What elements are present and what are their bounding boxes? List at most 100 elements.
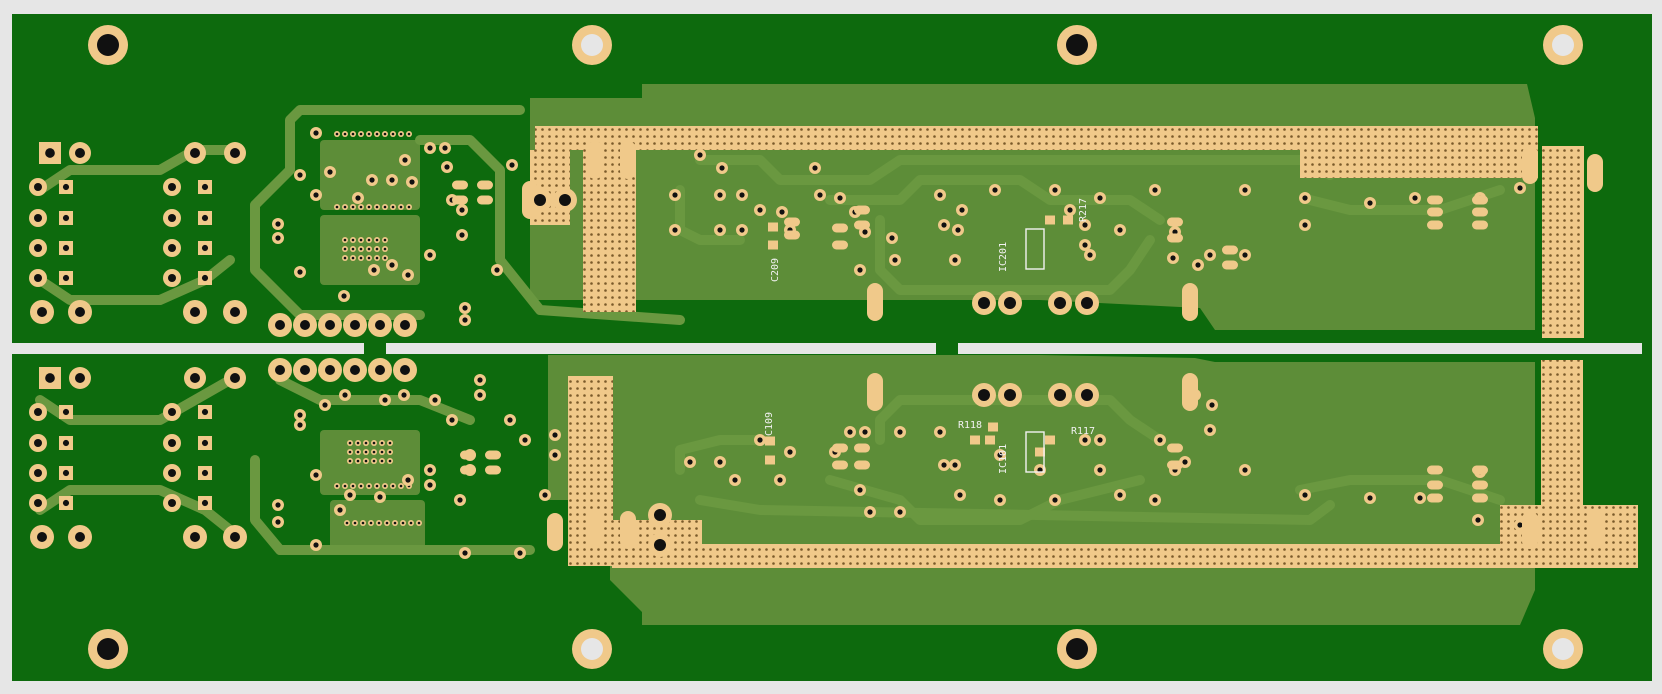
pour-left-bottom-ic [320, 430, 420, 495]
ic-pin-drill [383, 256, 387, 260]
ic-pin-drill [364, 459, 368, 463]
via-pad-drill [427, 482, 433, 488]
smd-pad [970, 435, 980, 445]
pin-square-pad-drill [62, 469, 70, 477]
large-oval-pad [620, 511, 636, 549]
trace-top-10 [675, 185, 745, 245]
via-grid-top-step [1300, 150, 1538, 178]
ic-pin-drill [335, 132, 339, 136]
pads [29, 25, 1603, 669]
smd-pad [1063, 215, 1073, 225]
large-oval-pad [547, 513, 563, 551]
terminal-pad-drill [275, 320, 285, 330]
terminal-pad-drill [300, 365, 310, 375]
connector-pad-drill [75, 532, 85, 542]
oval-pad [1427, 480, 1443, 490]
ic-pin-drill [351, 256, 355, 260]
oval-pad [1427, 493, 1443, 503]
large-oval-pad [1522, 146, 1538, 184]
oval-pad [1472, 207, 1488, 217]
via-pad-drill [449, 417, 455, 423]
large-oval-pad [1587, 154, 1603, 192]
via-pad-drill [275, 221, 281, 227]
oval-pad [452, 195, 468, 205]
via-pad-drill [1052, 497, 1058, 503]
via-pad-drill [847, 429, 853, 435]
ic-pin-drill [343, 247, 347, 251]
oval-pad [784, 217, 800, 227]
pin-pad-drill [168, 439, 176, 447]
ic-pin-drill [388, 459, 392, 463]
power-pad-drill [1054, 389, 1066, 401]
via-pad-drill [337, 507, 343, 513]
oval-pad [460, 465, 476, 475]
ic-pin-drill [351, 132, 355, 136]
pin-square-pad-drill [201, 274, 209, 282]
oval-pad [1427, 207, 1443, 217]
via-pad-drill [342, 392, 348, 398]
via-pad-drill [552, 432, 558, 438]
ic-pin-drill [407, 132, 411, 136]
label-r217: R217 [1078, 198, 1089, 222]
connector-pad-drill [37, 307, 47, 317]
ic-pin-drill [348, 450, 352, 454]
board-slot [12, 343, 1652, 354]
power-pad-drill [1004, 297, 1016, 309]
pin-pad-drill [168, 469, 176, 477]
connector-pad-drill [190, 307, 200, 317]
via-pad-drill [1082, 242, 1088, 248]
oval-pad [854, 205, 870, 215]
via-pad-drill [779, 209, 785, 215]
smd-pad [988, 422, 998, 432]
pin-pad-drill [168, 244, 176, 252]
via-pad-drill [405, 272, 411, 278]
via-pad-drill [1242, 467, 1248, 473]
smd-pad [765, 436, 775, 446]
ic-pin-drill [356, 441, 360, 445]
via-pad-drill [1412, 195, 1418, 201]
ic-pin-drill [375, 132, 379, 136]
ic-pin-drill [391, 205, 395, 209]
mounting-hole-drill [97, 638, 119, 660]
pin-square-pad-drill [62, 439, 70, 447]
via-pad-drill [509, 162, 515, 168]
connector-pad-drill [190, 373, 200, 383]
via-pad-drill [522, 437, 528, 443]
pin-square-pad-drill [201, 183, 209, 191]
trace-bot-3 [250, 455, 535, 555]
ic-pin-drill [369, 521, 373, 525]
via-pad-drill [427, 467, 433, 473]
via-pad-drill [757, 207, 763, 213]
via-pad-drill [462, 317, 468, 323]
smd-pad [1045, 435, 1055, 445]
oval-pad [1472, 195, 1488, 205]
via-pad-drill [717, 459, 723, 465]
label-ic201: IC201 [998, 242, 1009, 272]
oval-pad [452, 180, 468, 190]
via-pad-drill [459, 232, 465, 238]
via-pad-drill [687, 459, 693, 465]
pin-pad-drill [34, 274, 42, 282]
via-pad-drill [717, 227, 723, 233]
oval-pad [1427, 465, 1443, 475]
power-pad-drill [559, 194, 571, 206]
pin-square-pad-drill [62, 183, 70, 191]
via-pad-drill [427, 252, 433, 258]
via-pad-drill [1087, 252, 1093, 258]
via-grid-top-long [535, 126, 1538, 150]
trace-top-3 [250, 105, 525, 210]
ic-pin-drill [343, 256, 347, 260]
via-pad-drill [1182, 459, 1188, 465]
via-pad-drill [444, 164, 450, 170]
power-pad-drill [1054, 297, 1066, 309]
oval-pad [485, 450, 501, 460]
large-oval-pad [867, 373, 883, 411]
via-pad-drill [297, 172, 303, 178]
ic-pin-drill [343, 484, 347, 488]
via-pad-drill [739, 192, 745, 198]
via-pad-drill [941, 462, 947, 468]
pin-square-pad-drill [62, 499, 70, 507]
ic-pin-drill [351, 484, 355, 488]
large-oval-pad [1522, 511, 1538, 549]
label-c209: C209 [770, 258, 781, 282]
